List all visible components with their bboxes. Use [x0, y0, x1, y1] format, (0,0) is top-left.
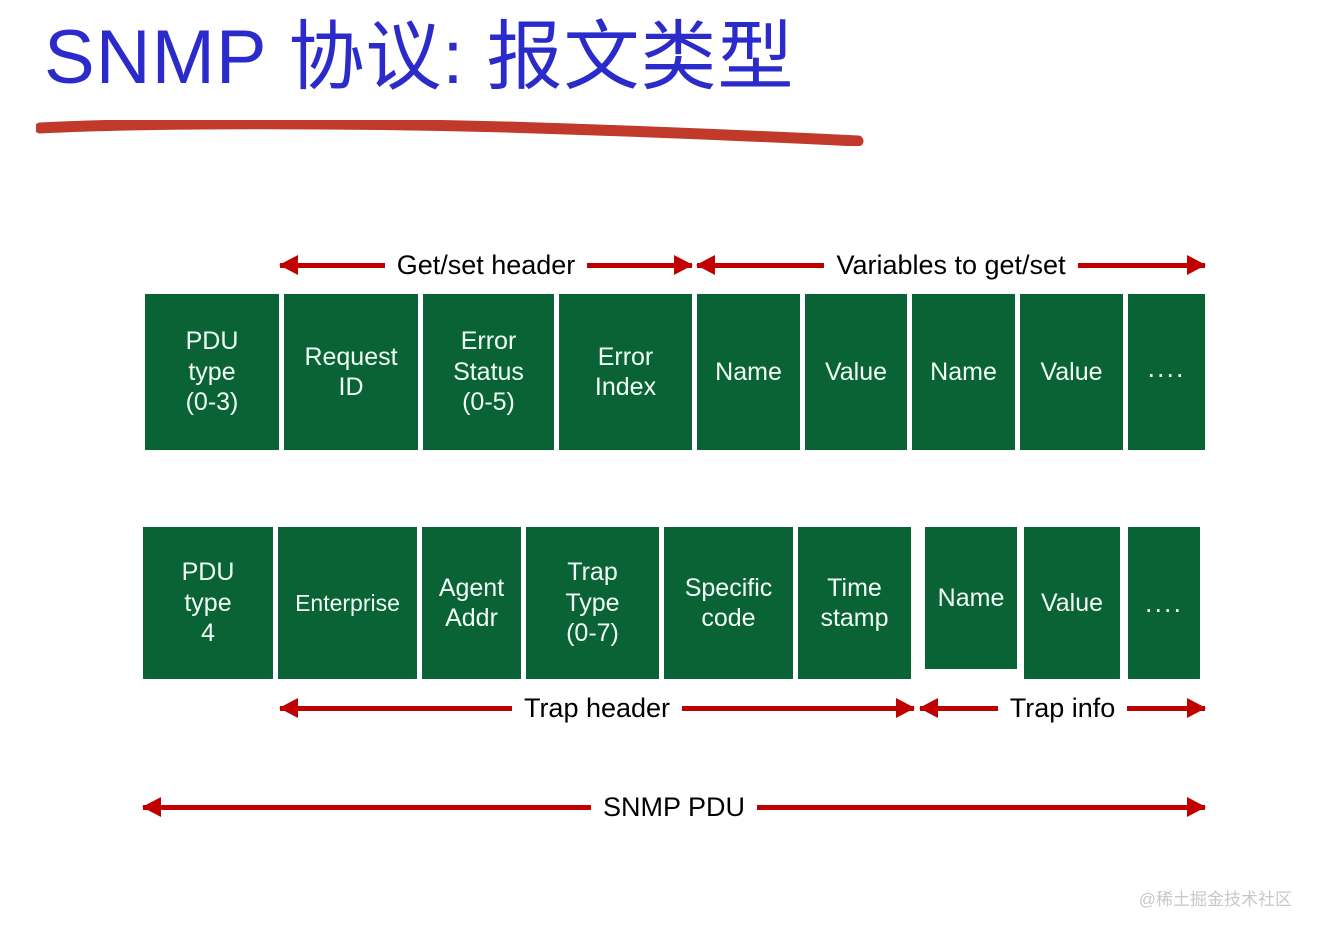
- get-set-header-label: Get/set header: [396, 249, 576, 280]
- field-box: Value: [805, 294, 907, 450]
- arrow-line-left: [697, 262, 825, 268]
- arrow-line-left: [280, 705, 512, 711]
- trap-info-annotation: Trap info: [920, 691, 1205, 725]
- field-box: Request ID: [284, 294, 418, 450]
- field-box: Name: [697, 294, 800, 450]
- snmp-pdu-label: SNMP PDU: [602, 791, 746, 822]
- arrow-line-right: [587, 262, 692, 268]
- field-box-ellipsis: ....: [1128, 527, 1200, 679]
- field-box: Name: [925, 527, 1017, 669]
- page-title: SNMP 协议: 报文类型: [44, 15, 795, 100]
- field-box: PDU type (0-3): [145, 294, 279, 450]
- variables-to-get-set-annotation: Variables to get/set: [697, 248, 1206, 282]
- arrow-line-right: [1127, 705, 1205, 711]
- get-set-header-annotation: Get/set header: [280, 248, 692, 282]
- arrow-line-left: [920, 705, 998, 711]
- trap-header-label: Trap header: [523, 692, 671, 723]
- field-box: Specific code: [664, 527, 793, 679]
- trap-header-annotation: Trap header: [280, 691, 914, 725]
- trap-info-label: Trap info: [1009, 692, 1116, 723]
- snmp-pdu-span-annotation: SNMP PDU: [143, 790, 1205, 824]
- field-box: Value: [1020, 294, 1123, 450]
- arrow-line-left: [280, 262, 385, 268]
- variables-to-get-set-label: Variables to get/set: [836, 249, 1066, 280]
- field-box: Error Index: [559, 294, 692, 450]
- arrow-line-left: [143, 804, 591, 810]
- field-box: Value: [1024, 527, 1120, 679]
- field-box: Enterprise: [278, 527, 417, 679]
- field-box-ellipsis: ....: [1128, 294, 1205, 450]
- watermark: @稀土掘金技术社区: [1138, 890, 1292, 909]
- arrow-line-right: [757, 804, 1205, 810]
- field-box: Time stamp: [798, 527, 911, 679]
- field-box: Trap Type (0-7): [526, 527, 659, 679]
- field-box: Error Status (0-5): [423, 294, 554, 450]
- field-box: Name: [912, 294, 1015, 450]
- field-box: Agent Addr: [422, 527, 521, 679]
- arrow-line-right: [1077, 262, 1206, 268]
- arrow-line-right: [682, 705, 914, 711]
- field-box: PDU type 4: [143, 527, 273, 679]
